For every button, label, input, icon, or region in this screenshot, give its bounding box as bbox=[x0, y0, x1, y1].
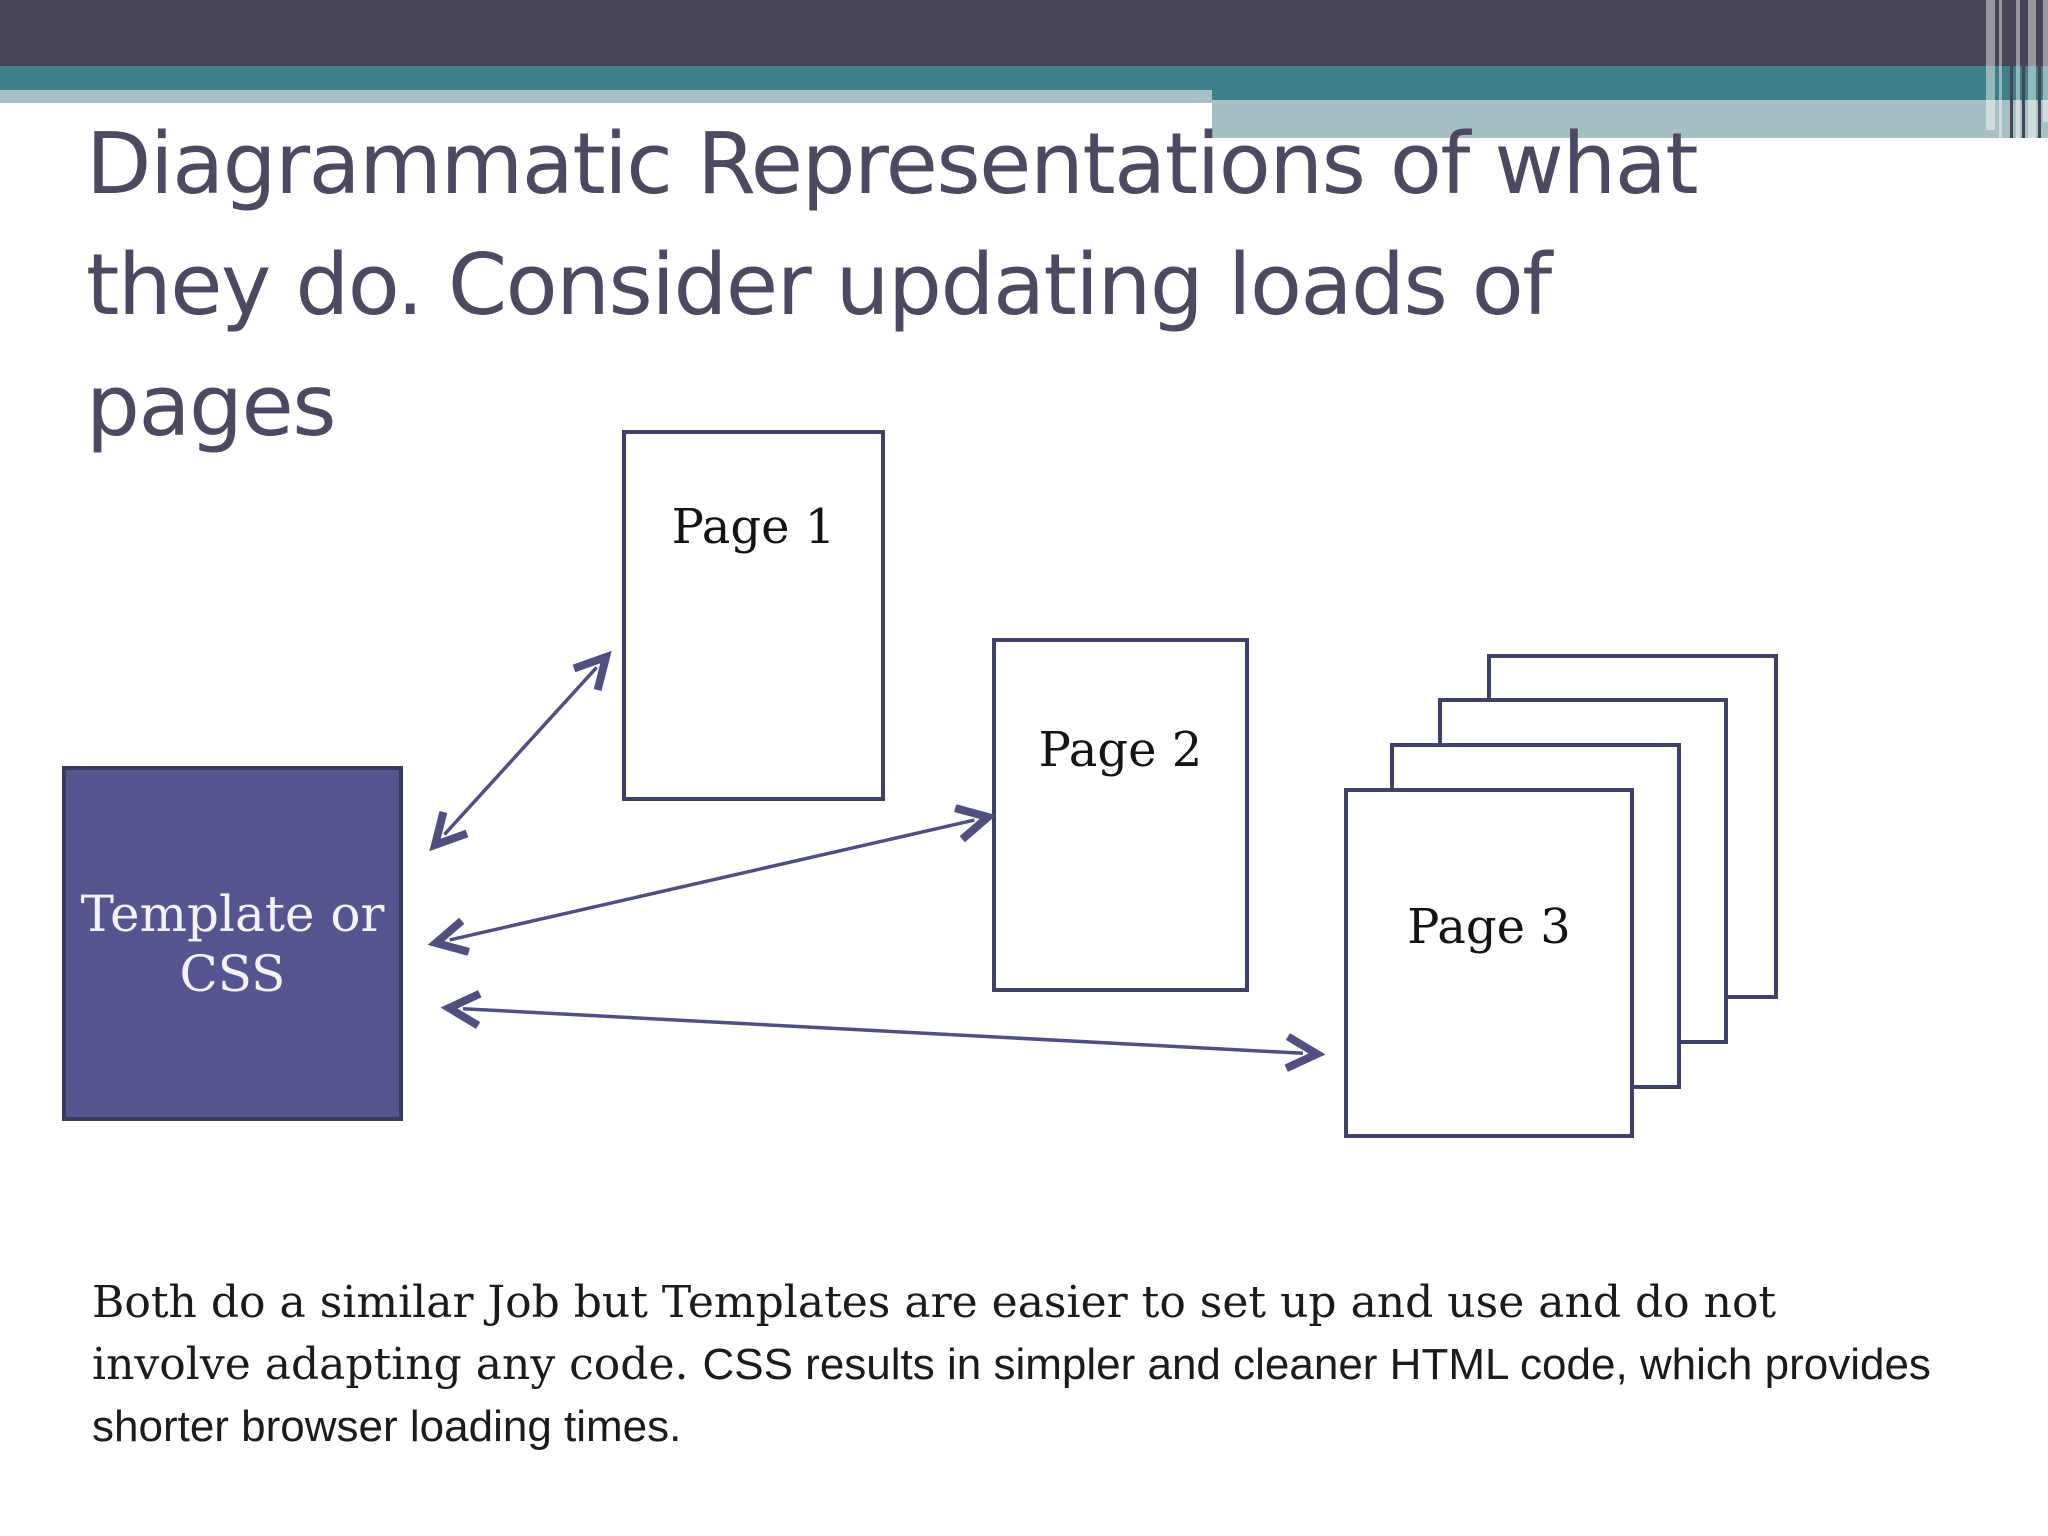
page3-label: Page 3 bbox=[1407, 899, 1571, 955]
slide-title-line: Diagrammatic Representations of what bbox=[86, 115, 1699, 214]
header-stripe-decoration bbox=[2010, 0, 2013, 138]
connector-template-page3 bbox=[440, 990, 1326, 1072]
header-stripe-decoration bbox=[2028, 0, 2036, 138]
template-node-label: Template or bbox=[80, 884, 385, 943]
connector-template-page2 bbox=[427, 804, 997, 956]
template-node-label: CSS bbox=[179, 944, 286, 1003]
page1-label: Page 1 bbox=[671, 499, 836, 555]
slide-title-line: pages bbox=[86, 357, 337, 456]
page2-label: Page 2 bbox=[1038, 722, 1203, 778]
slide-title-line: they do. Consider updating loads of bbox=[86, 236, 1552, 335]
footer-paragraph: Both do a similar Job but Templates are … bbox=[92, 1272, 1948, 1458]
page2-node: Page 2 bbox=[992, 638, 1249, 992]
connector-template-page1 bbox=[429, 650, 612, 852]
header-light-bar-left bbox=[0, 90, 1212, 103]
header-stripe-decoration bbox=[2038, 0, 2041, 138]
header-light-bar-right bbox=[1212, 100, 2048, 138]
footer-text-serif: Both do a similar Job but Templates are … bbox=[92, 1277, 1777, 1390]
page1-node: Page 1 bbox=[622, 430, 885, 801]
header-stripe-decoration bbox=[1999, 0, 2002, 140]
footer-text-sans: CSS results in simpler and cleaner HTML … bbox=[92, 1340, 1931, 1451]
header-stripe-decoration bbox=[2043, 0, 2048, 122]
slide-title: Diagrammatic Representations of what the… bbox=[86, 104, 1866, 467]
header-stripe-decoration bbox=[1986, 0, 1995, 130]
header-dark-bar bbox=[0, 0, 2048, 66]
template-or-css-node: Template or CSS bbox=[62, 766, 403, 1121]
header-stripe-decoration bbox=[2022, 0, 2025, 138]
page3-node: Page 3 bbox=[1344, 788, 1634, 1138]
header-stripe-decoration bbox=[2016, 0, 2020, 138]
